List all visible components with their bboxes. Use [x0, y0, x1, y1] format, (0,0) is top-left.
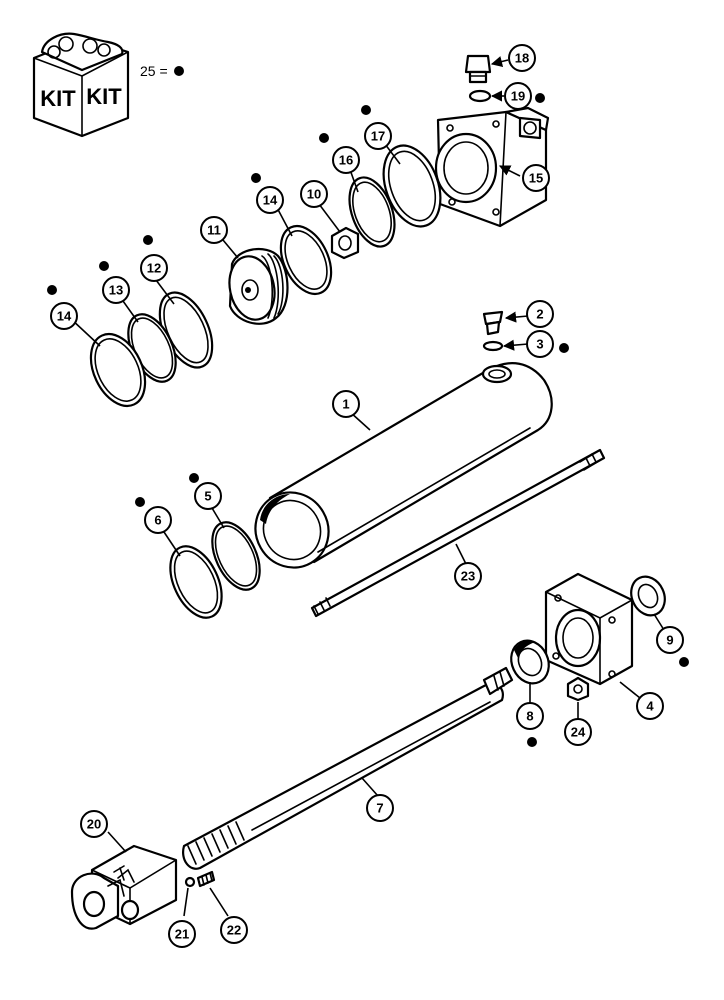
- part-18-plug: [464, 54, 492, 84]
- callout-1: 1: [332, 390, 360, 418]
- part-2-plug: [482, 310, 504, 336]
- svg-text:18: 18: [515, 51, 529, 66]
- part-14-ring-lower: [89, 332, 147, 408]
- svg-text:20: 20: [87, 817, 101, 832]
- part-6-ring: [169, 545, 223, 619]
- kit-label-left: KIT: [40, 86, 76, 111]
- svg-text:24: 24: [571, 725, 586, 740]
- callout-17: 17: [364, 122, 392, 150]
- kit-bullet-icon: [47, 285, 57, 295]
- svg-text:16: 16: [339, 153, 353, 168]
- kit-bullet-icon: [559, 343, 569, 353]
- callout-8: 8: [516, 702, 544, 730]
- kit-legend-text: 25 =: [140, 63, 168, 79]
- part-3-oring: [482, 340, 504, 352]
- svg-text:8: 8: [526, 709, 533, 724]
- part-10-nut: [330, 226, 360, 260]
- callouts: 1 2 3 4 5 6 7 8 9 10 11 12 13 14 14 15 1…: [50, 44, 684, 948]
- part-20-clevis: [70, 844, 178, 930]
- kit-bullet-icon: [527, 737, 537, 747]
- callout-12: 12: [140, 254, 168, 282]
- callout-11: 11: [200, 216, 228, 244]
- callout-2: 2: [526, 300, 554, 328]
- kit-bullet-icon: [99, 261, 109, 271]
- callout-22: 22: [220, 916, 248, 944]
- callout-6: 6: [144, 506, 172, 534]
- svg-text:14: 14: [263, 193, 278, 208]
- svg-text:4: 4: [646, 699, 654, 714]
- svg-text:21: 21: [175, 927, 189, 942]
- svg-text:14: 14: [57, 309, 72, 324]
- svg-text:10: 10: [307, 187, 321, 202]
- part-11-piston: [228, 247, 289, 325]
- part-15-end-cap: [434, 106, 550, 228]
- svg-text:13: 13: [109, 283, 123, 298]
- callout-4: 4: [636, 692, 664, 720]
- callout-13: 13: [102, 276, 130, 304]
- kit-bullet-icon: [535, 93, 545, 103]
- kit-label-right: KIT: [86, 84, 122, 109]
- callout-24: 24: [564, 718, 592, 746]
- part-8-seal: [510, 639, 550, 685]
- kit-box-icon: KIT KIT: [32, 32, 130, 138]
- callout-14-upper: 14: [256, 186, 284, 214]
- svg-text:7: 7: [376, 801, 383, 816]
- part-9-wiper: [630, 575, 666, 617]
- callout-14-lower: 14: [50, 302, 78, 330]
- callout-20: 20: [80, 810, 108, 838]
- part-17-ring: [382, 144, 442, 228]
- svg-text:11: 11: [207, 223, 221, 238]
- part-21-ball: [184, 876, 196, 888]
- svg-text:19: 19: [511, 89, 525, 104]
- callout-7: 7: [366, 794, 394, 822]
- callout-3: 3: [526, 330, 554, 358]
- callout-18: 18: [508, 44, 536, 72]
- part-22-setscrew: [196, 870, 216, 888]
- callout-15: 15: [522, 164, 550, 192]
- part-1-cylinder-barrel: [254, 362, 553, 569]
- kit-bullet-icon: [319, 133, 329, 143]
- kit-bullet-icon: [135, 497, 145, 507]
- part-19-oring: [468, 89, 492, 103]
- svg-text:23: 23: [461, 569, 475, 584]
- svg-text:22: 22: [227, 923, 241, 938]
- part-16-ring: [348, 176, 396, 248]
- callout-19: 19: [504, 82, 532, 110]
- svg-text:17: 17: [371, 129, 385, 144]
- kit-bullet-icon: [189, 473, 199, 483]
- svg-text:5: 5: [204, 489, 211, 504]
- svg-text:6: 6: [154, 513, 161, 528]
- svg-text:15: 15: [529, 171, 543, 186]
- callout-10: 10: [300, 180, 328, 208]
- kit-bullet-icon: [174, 66, 184, 76]
- svg-text:1: 1: [342, 397, 349, 412]
- callout-23: 23: [454, 562, 482, 590]
- svg-text:12: 12: [147, 261, 161, 276]
- part-7-piston-rod: [182, 666, 514, 870]
- svg-text:9: 9: [666, 633, 673, 648]
- kit-bullet-icon: [251, 173, 261, 183]
- svg-text:2: 2: [536, 307, 543, 322]
- kit-markers: [47, 93, 689, 747]
- part-4-rod-end-cap: [544, 572, 634, 686]
- part-23-tie-rod: [310, 448, 606, 618]
- kit-bullet-icon: [143, 235, 153, 245]
- callout-9: 9: [656, 626, 684, 654]
- kit-bullet-icon: [679, 657, 689, 667]
- callout-16: 16: [332, 146, 360, 174]
- svg-text:3: 3: [536, 337, 543, 352]
- callout-5: 5: [194, 482, 222, 510]
- kit-bullet-icon: [361, 105, 371, 115]
- callout-21: 21: [168, 920, 196, 948]
- part-24-nut: [566, 676, 590, 702]
